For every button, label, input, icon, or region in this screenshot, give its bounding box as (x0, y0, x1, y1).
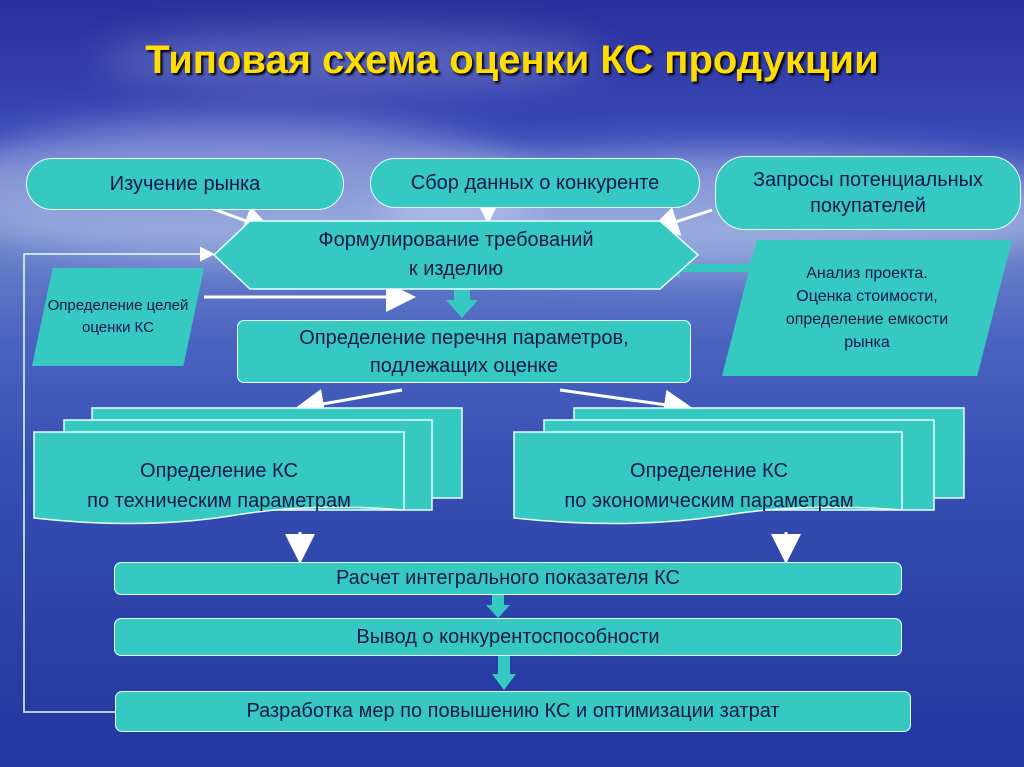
conclusion-label: Вывод о конкурентоспособности (356, 625, 660, 648)
buyer-requests-label-2: покупателей (810, 195, 926, 217)
measures-node: Разработка мер по повышению КС и оптимиз… (115, 691, 911, 732)
block-arrow-shaft-2 (492, 595, 504, 605)
tech-params-node: Определение КС по техническим параметрам (34, 456, 404, 516)
measures-label: Разработка мер по повышению КС и оптимиз… (246, 700, 780, 722)
econ-doc-stack (513, 407, 965, 525)
econ-params-label-1: Определение КС (630, 460, 788, 482)
block-arrow-head-3 (492, 674, 516, 690)
tech-params-label-1: Определение КС (140, 460, 298, 482)
goals-node: Определение целей оценки КС (32, 268, 204, 366)
arrow-params-to-econ (559, 388, 694, 420)
econ-params-node: Определение КС по экономическим параметр… (514, 456, 904, 516)
page-title: Типовая схема оценки КС продукции (145, 38, 879, 82)
project-analysis-label-4: рынка (844, 334, 890, 352)
goals-label-2: оценки КС (82, 319, 154, 336)
parameters-list-node: Определение перечня параметров, подлежащ… (237, 320, 691, 383)
project-analysis-node: Анализ проекта. Оценка стоимости, опреде… (722, 240, 1012, 376)
goals-label-1: Определение целей (47, 297, 189, 315)
background-cloud (100, 30, 600, 90)
project-analysis-label-2: Оценка стоимости, (796, 287, 938, 305)
block-arrow-shaft-3 (498, 656, 510, 674)
formulate-requirements-label-2: к изделию (408, 258, 504, 280)
competitor-data-node: Сбор данных о конкуренте (370, 158, 700, 208)
tech-params-label-2: по техническим параметрам (87, 490, 351, 512)
market-research-label: Изучение рынка (109, 172, 261, 195)
formulate-requirements-label-1: Формулирование требований (318, 229, 594, 251)
parameters-list-label-2: подлежащих оценке (369, 354, 559, 377)
integral-index-node: Расчет интегрального показателя КС (114, 562, 902, 595)
feedback-loop-line (23, 246, 215, 713)
project-analysis-label-3: определение емкости (785, 311, 949, 328)
arrow-params-to-tech (294, 388, 403, 419)
tech-doc-stack (33, 407, 463, 525)
market-research-node: Изучение рынка (26, 158, 344, 210)
formulate-requirements-text: Формулирование требований к изделию (250, 226, 662, 284)
integral-index-label: Расчет интегрального показателя КС (336, 567, 680, 589)
formulate-requirements-node (212, 220, 700, 290)
conclusion-node: Вывод о конкурентоспособности (114, 618, 902, 656)
buyer-requests-node: Запросы потенциальных покупателей (715, 156, 1021, 230)
block-arrow-head-2 (486, 605, 510, 618)
econ-params-label-2: по экономическим параметрам (564, 490, 854, 512)
block-arrow-head-1 (446, 300, 478, 318)
project-analysis-label-1: Анализ проекта. (806, 264, 928, 282)
parameters-list-label-1: Определение перечня параметров, (299, 326, 629, 349)
buyer-requests-label-1: Запросы потенциальных (752, 169, 984, 191)
competitor-data-label: Сбор данных о конкуренте (410, 171, 660, 194)
